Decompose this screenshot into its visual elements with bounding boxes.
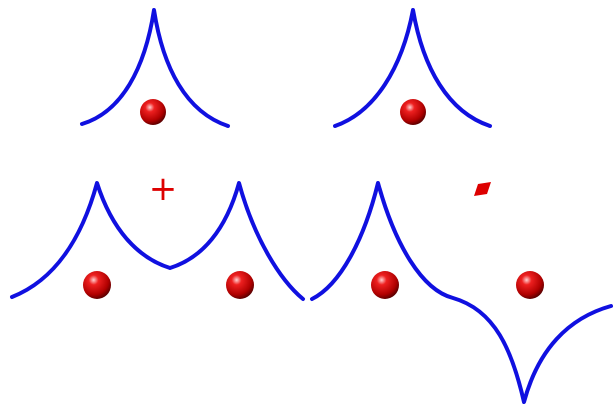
minus-sign-symbol [474,182,491,196]
plus-sign-label: + [149,169,178,209]
nucleus-antibonding-left [371,271,399,299]
antibonding-combination [312,182,611,402]
antibonding-wavefunction-curve [312,183,611,402]
nucleus-top-right [400,99,426,125]
nucleus-bonding-right [226,271,254,299]
nucleus-top-left [140,99,166,125]
single-orbital-top-right [335,10,490,126]
nucleus-antibonding-right [516,271,544,299]
bonding-combination: + [12,169,303,299]
single-orbital-top-left [82,10,228,126]
nucleus-bonding-left [83,271,111,299]
